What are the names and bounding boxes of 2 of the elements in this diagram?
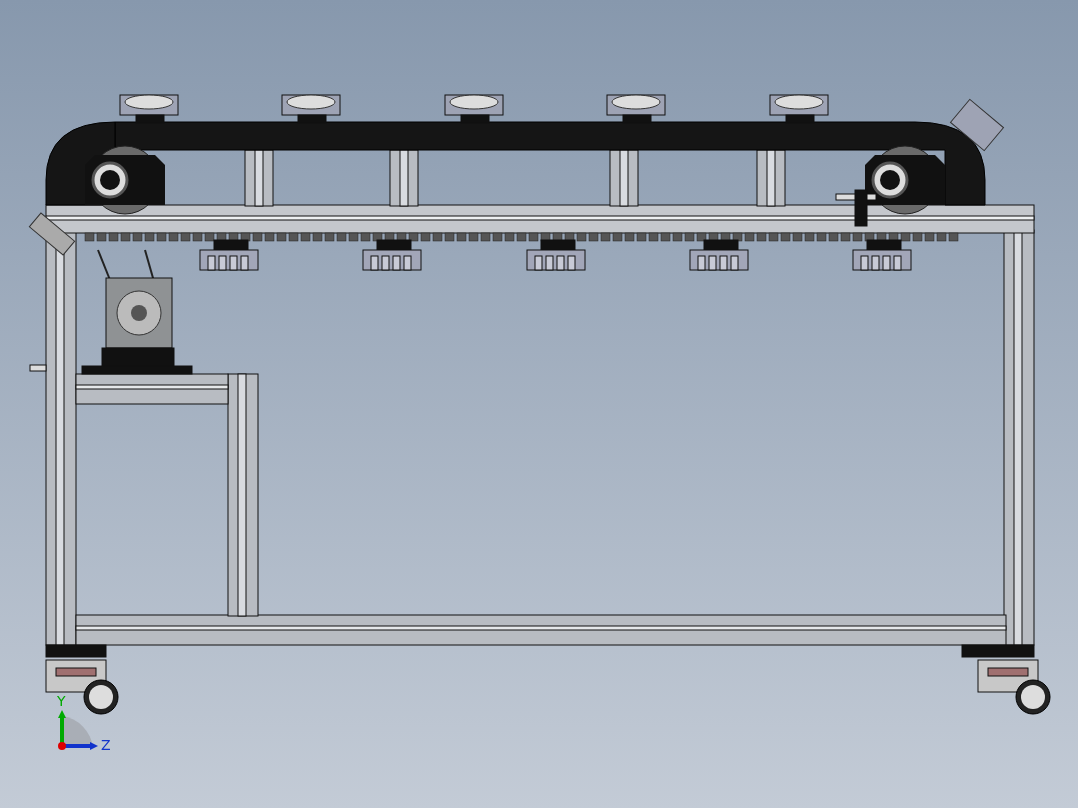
axis-label: Z <box>101 738 111 752</box>
axis-label: Y <box>57 694 66 708</box>
